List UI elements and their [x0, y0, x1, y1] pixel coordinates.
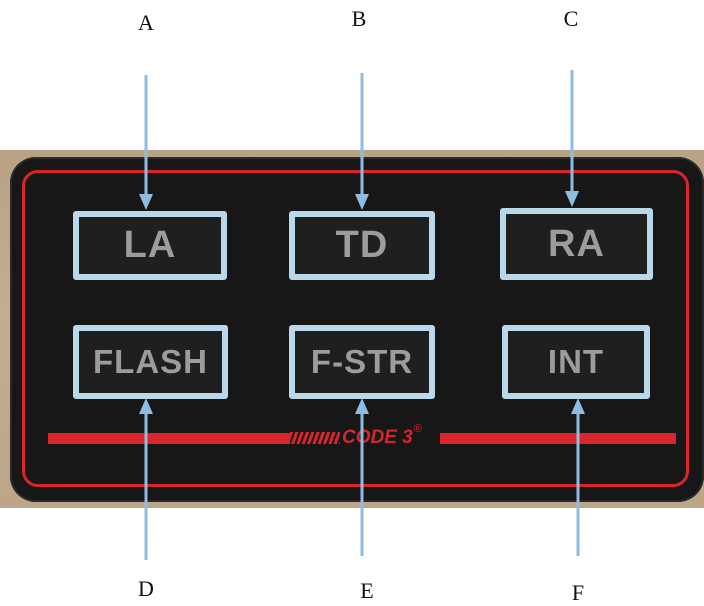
label-a: A	[138, 10, 154, 35]
button-la[interactable]: LA	[73, 211, 227, 280]
button-ra[interactable]: RA	[500, 208, 653, 280]
button-td[interactable]: TD	[289, 211, 435, 280]
button-flash[interactable]: FLASH	[73, 325, 228, 399]
button-f-str[interactable]: F-STR	[289, 325, 435, 399]
registered-mark: ®	[413, 423, 422, 435]
brand-text: CODE 3	[342, 427, 413, 448]
label-c: C	[563, 6, 579, 31]
button-int[interactable]: INT	[502, 325, 650, 399]
brand-hatch-mark	[290, 432, 340, 444]
brand-logo: CODE 3 ®	[290, 423, 440, 452]
label-b: B	[351, 6, 367, 31]
label-d: D	[138, 576, 154, 601]
red-stripe-right	[440, 433, 676, 444]
panel-red-border	[22, 170, 689, 487]
label-e: E	[360, 578, 374, 603]
red-stripe-left	[48, 433, 290, 444]
label-f: F	[571, 580, 585, 605]
